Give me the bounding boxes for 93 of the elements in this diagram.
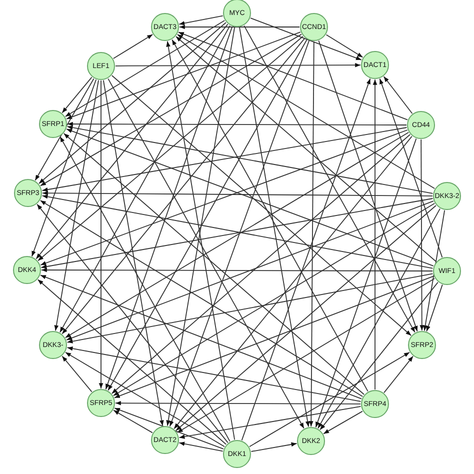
arrow: [176, 34, 436, 189]
arrow: [37, 279, 227, 445]
gene-node: [408, 331, 436, 359]
arrow: [176, 278, 436, 433]
arrow: [176, 36, 436, 262]
arrow: [318, 40, 418, 332]
arrow: [66, 346, 362, 402]
arrow: [54, 80, 99, 332]
arrow: [384, 356, 414, 394]
gene-node: [151, 426, 179, 454]
arrow: [112, 34, 154, 59]
arrow: [323, 410, 363, 434]
arrow: [42, 127, 408, 192]
arrow: [111, 75, 412, 336]
arrow: [62, 76, 92, 114]
arrow: [34, 78, 94, 181]
arrow: [66, 200, 434, 340]
arrow: [308, 41, 314, 427]
arrow: [176, 205, 436, 431]
arrow: [423, 210, 446, 332]
arrow: [114, 276, 434, 398]
arrow: [179, 24, 300, 30]
arrow: [41, 268, 433, 272]
gene-node: [39, 110, 67, 138]
arrow: [40, 34, 302, 186]
arrow: [38, 22, 226, 184]
arrow: [115, 62, 361, 68]
gene-node: [151, 13, 179, 41]
arrow: [249, 352, 410, 448]
arrow: [64, 132, 410, 338]
arrow: [65, 352, 225, 448]
arrow: [38, 36, 304, 262]
gene-node: [223, 0, 251, 27]
arrow: [244, 25, 416, 333]
arrow: [64, 20, 226, 117]
arrow: [315, 138, 417, 428]
arrow: [241, 78, 371, 441]
gene-node: [361, 390, 389, 418]
arrow: [178, 15, 224, 26]
arrow: [113, 410, 153, 434]
arrow: [372, 79, 378, 390]
arrow: [40, 200, 364, 397]
gene-node: [87, 389, 115, 417]
arrow: [60, 25, 230, 333]
arrow: [102, 80, 164, 426]
arrow: [383, 76, 413, 114]
arrow: [178, 32, 408, 120]
arrow: [42, 190, 433, 196]
arrow: [239, 26, 310, 428]
arrow: [112, 202, 436, 396]
gene-node: [223, 440, 251, 468]
arrow: [62, 356, 92, 392]
arrow: [36, 24, 228, 260]
gene-node: [14, 179, 42, 207]
arrow: [379, 78, 443, 258]
arrow: [320, 282, 438, 430]
arrow: [426, 284, 443, 332]
arrow: [63, 133, 365, 395]
gene-node: [433, 257, 461, 285]
arrow: [98, 80, 104, 389]
arrow: [172, 39, 368, 392]
arrow: [178, 442, 224, 452]
arrow: [169, 40, 310, 427]
arrow: [66, 125, 434, 194]
arrow: [326, 34, 364, 58]
arrow: [66, 273, 434, 344]
arrow: [250, 18, 362, 60]
arrow: [115, 400, 361, 406]
arrow: [108, 78, 304, 429]
arrow: [111, 134, 411, 394]
gene-node: [300, 13, 328, 41]
gene-node: [407, 111, 435, 139]
arrow: [62, 38, 306, 334]
arrow: [67, 122, 407, 126]
gene-node: [433, 182, 461, 210]
arrow: [108, 39, 308, 391]
arrow: [36, 204, 228, 444]
arrow: [40, 274, 362, 400]
arrow: [318, 208, 440, 429]
arrow: [174, 136, 412, 430]
gene-node: [361, 51, 389, 79]
arrow: [105, 26, 233, 390]
arrow: [250, 442, 298, 452]
arrow: [60, 136, 230, 442]
arrow: [178, 406, 362, 439]
gene-node: [87, 52, 115, 80]
arrow: [420, 139, 424, 331]
arrow: [66, 32, 301, 120]
gene-node: [39, 331, 67, 359]
arrow: [31, 79, 97, 257]
arrow: [114, 408, 224, 450]
gene-node: [297, 427, 325, 455]
gene-node: [13, 256, 41, 284]
